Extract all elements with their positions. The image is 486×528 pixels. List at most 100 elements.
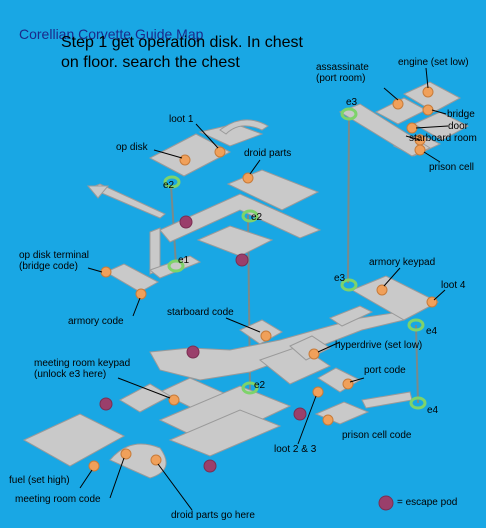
leader-terminal: [87, 267, 103, 273]
marker-port-code: [342, 378, 354, 390]
legend-escape-pod: [378, 495, 394, 511]
escape-pod: [186, 345, 200, 359]
leader-meeting-code: [109, 457, 125, 499]
label-armory-keypad: armory keypad: [369, 257, 436, 268]
corridor-e4: [361, 391, 413, 409]
marker-door: [406, 122, 418, 134]
escape-pod: [99, 397, 113, 411]
room-port-code: [317, 367, 362, 393]
leader-starboard-code: [225, 317, 261, 333]
label-elevator-e4: e4: [426, 326, 438, 337]
label-armory-code: armory code: [68, 316, 124, 327]
markers: [88, 86, 438, 472]
leader-assassinate: [383, 87, 399, 101]
marker-droid-go: [150, 454, 162, 466]
corridor-armory: [328, 305, 374, 327]
marker-meeting-keypad: [168, 394, 180, 406]
corridor-meeting: [118, 383, 172, 413]
room-armory: [350, 275, 440, 321]
label-elevator-e2: e2: [251, 212, 263, 223]
escape-pod: [235, 253, 249, 267]
marker-terminal: [100, 266, 112, 278]
label-meeting-room-code: meeting room code: [15, 494, 101, 505]
label-assassinate: assassinate (port room): [316, 62, 369, 84]
room-starboard-code: [238, 319, 284, 345]
label-op-disk: op disk: [116, 142, 148, 153]
corridor-lower-2: [168, 409, 282, 457]
label-port-code: port code: [364, 365, 406, 376]
label-starboard-code: starboard code: [167, 307, 234, 318]
leader-engine: [425, 67, 429, 89]
label-hyperdrive: hyperdrive (set low): [335, 340, 423, 351]
leader-bridge: [431, 109, 447, 115]
marker-armory-code: [135, 288, 147, 300]
ship-floor: [22, 81, 470, 479]
marker-engine: [422, 86, 434, 98]
elevator-e3-low: [340, 278, 358, 292]
legend-label: = escape pod: [397, 497, 458, 508]
marker-hyperdrive: [308, 348, 320, 360]
label-op-disk-terminal: op disk terminal (bridge code): [19, 250, 90, 272]
marker-armory-keypad: [376, 284, 388, 296]
arrow-corridor: [88, 183, 166, 219]
label-prison-cell: prison cell: [429, 162, 475, 173]
elevator-e2-low: [241, 381, 259, 395]
label-loot-1: loot 1: [169, 114, 194, 125]
leader-lines: [79, 67, 449, 511]
label-loot-4: loot 4: [441, 280, 466, 291]
label-elevator-e3: e3: [346, 97, 358, 108]
label-loot-2-3: loot 2 & 3: [274, 444, 317, 455]
escape-pod: [293, 407, 307, 421]
marker-bridge: [422, 104, 434, 116]
leader-door: [415, 125, 449, 129]
leader-hyperdrive: [317, 341, 341, 353]
leader-port-code: [349, 377, 365, 383]
leader-armory-keypad: [383, 267, 401, 287]
elevator-e3-top: [340, 107, 358, 121]
elevator-e2-top: [163, 175, 181, 189]
room-hyperdrive: [289, 335, 331, 361]
marker-loot23: [312, 386, 324, 398]
label-elevator-e4: e4: [427, 405, 439, 416]
label-droid-parts-go-here: droid parts go here: [171, 510, 255, 521]
label-elevator-e2: e2: [254, 380, 266, 391]
leader-loot23: [297, 395, 317, 445]
corridor-top-right: [338, 103, 432, 157]
label-engine: engine (set low): [398, 57, 469, 68]
marker-starboard-code: [260, 330, 272, 342]
step-instruction: Step 1 get operation disk. In chest on f…: [61, 34, 303, 71]
loop-corridor: [219, 119, 269, 135]
leader-droid-go: [157, 463, 193, 511]
elevator-e4-top: [407, 318, 425, 332]
shaft-e4: [415, 324, 419, 404]
label-elevator-e1: e1: [178, 255, 190, 266]
label-starboard-room: starboard room: [409, 133, 477, 144]
label-droid-parts: droid parts: [244, 148, 292, 159]
leader-loot4: [433, 289, 446, 301]
leader-op-disk: [153, 149, 183, 159]
label-fuel: fuel (set high): [9, 475, 70, 486]
label-door: door: [448, 121, 469, 132]
elevator-e4-low: [409, 396, 427, 410]
leader-meeting-keypad: [117, 377, 171, 399]
marker-droid-parts: [242, 172, 254, 184]
marker-meeting-code: [120, 448, 132, 460]
escape-pods: [99, 215, 394, 511]
marker-prison-code: [322, 414, 334, 426]
leader-droid-parts: [249, 159, 261, 175]
shaft-e3: [347, 111, 350, 284]
marker-loot1: [214, 146, 226, 158]
escape-pod: [179, 215, 193, 229]
leader-prison-cell: [423, 151, 441, 163]
elevator-e1: [167, 259, 185, 273]
marker-assassinate: [392, 98, 404, 110]
leader-armory-code: [132, 297, 141, 317]
elevator-e2-mid: [241, 209, 259, 223]
leader-fuel: [79, 469, 93, 489]
label-meeting-room-keypad: meeting room keypad (unlock e3 here): [34, 358, 131, 380]
label-bridge: bridge: [447, 109, 475, 120]
label-elevator-e2: e2: [163, 180, 175, 191]
leader-loot1: [195, 123, 219, 149]
